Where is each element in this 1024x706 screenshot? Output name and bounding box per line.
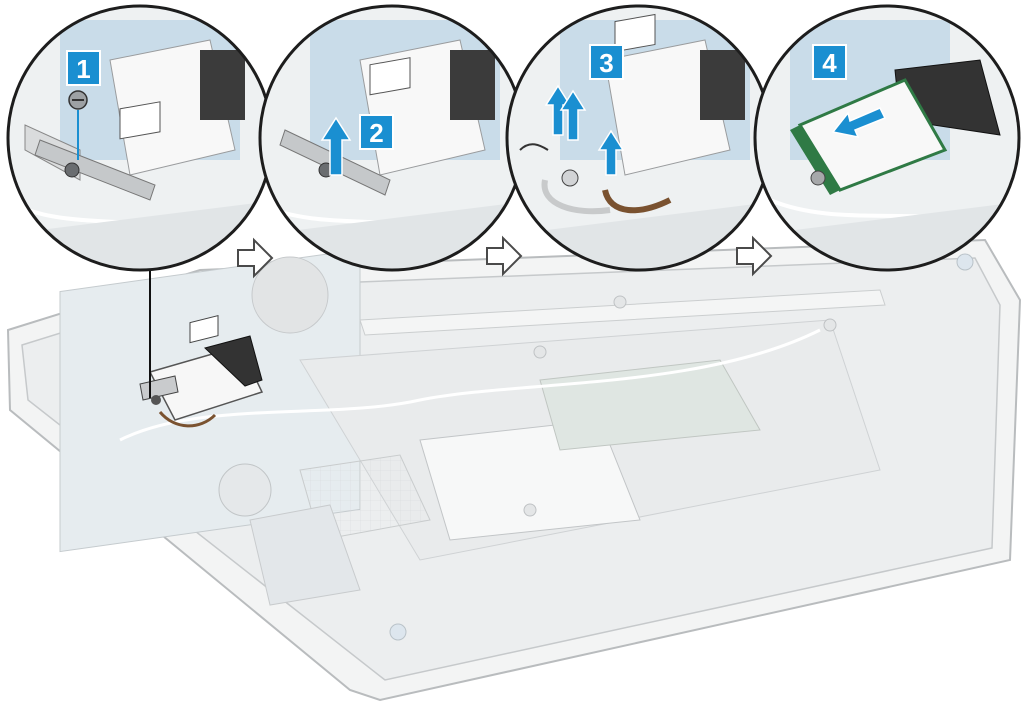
svg-text:1: 1: [76, 54, 90, 84]
svg-text:3: 3: [599, 48, 613, 78]
screw-remove-icon: [68, 90, 88, 160]
antenna-disconnect-icon: [544, 84, 625, 176]
callout-step-3: [505, 4, 773, 272]
callout-step-1: [6, 4, 274, 272]
laptop-base-chassis: [6, 238, 1022, 702]
step-badge-4: 4: [812, 44, 847, 80]
svg-text:4: 4: [822, 48, 837, 78]
bracket-lift-icon: [320, 116, 352, 176]
right-arrow-icon: [486, 235, 523, 277]
step-badge-1: 1: [66, 50, 101, 86]
right-arrow-icon: [736, 235, 773, 277]
step-badge-2: 2: [359, 114, 394, 150]
wlan-card-installed: [139, 315, 264, 428]
card-slide-out-icon: [831, 107, 887, 139]
callout-step-4: [753, 4, 1021, 272]
right-arrow-icon: [237, 237, 274, 279]
callout-step-2: [258, 4, 526, 272]
svg-text:2: 2: [369, 118, 383, 148]
step-badge-3: 3: [589, 44, 624, 80]
